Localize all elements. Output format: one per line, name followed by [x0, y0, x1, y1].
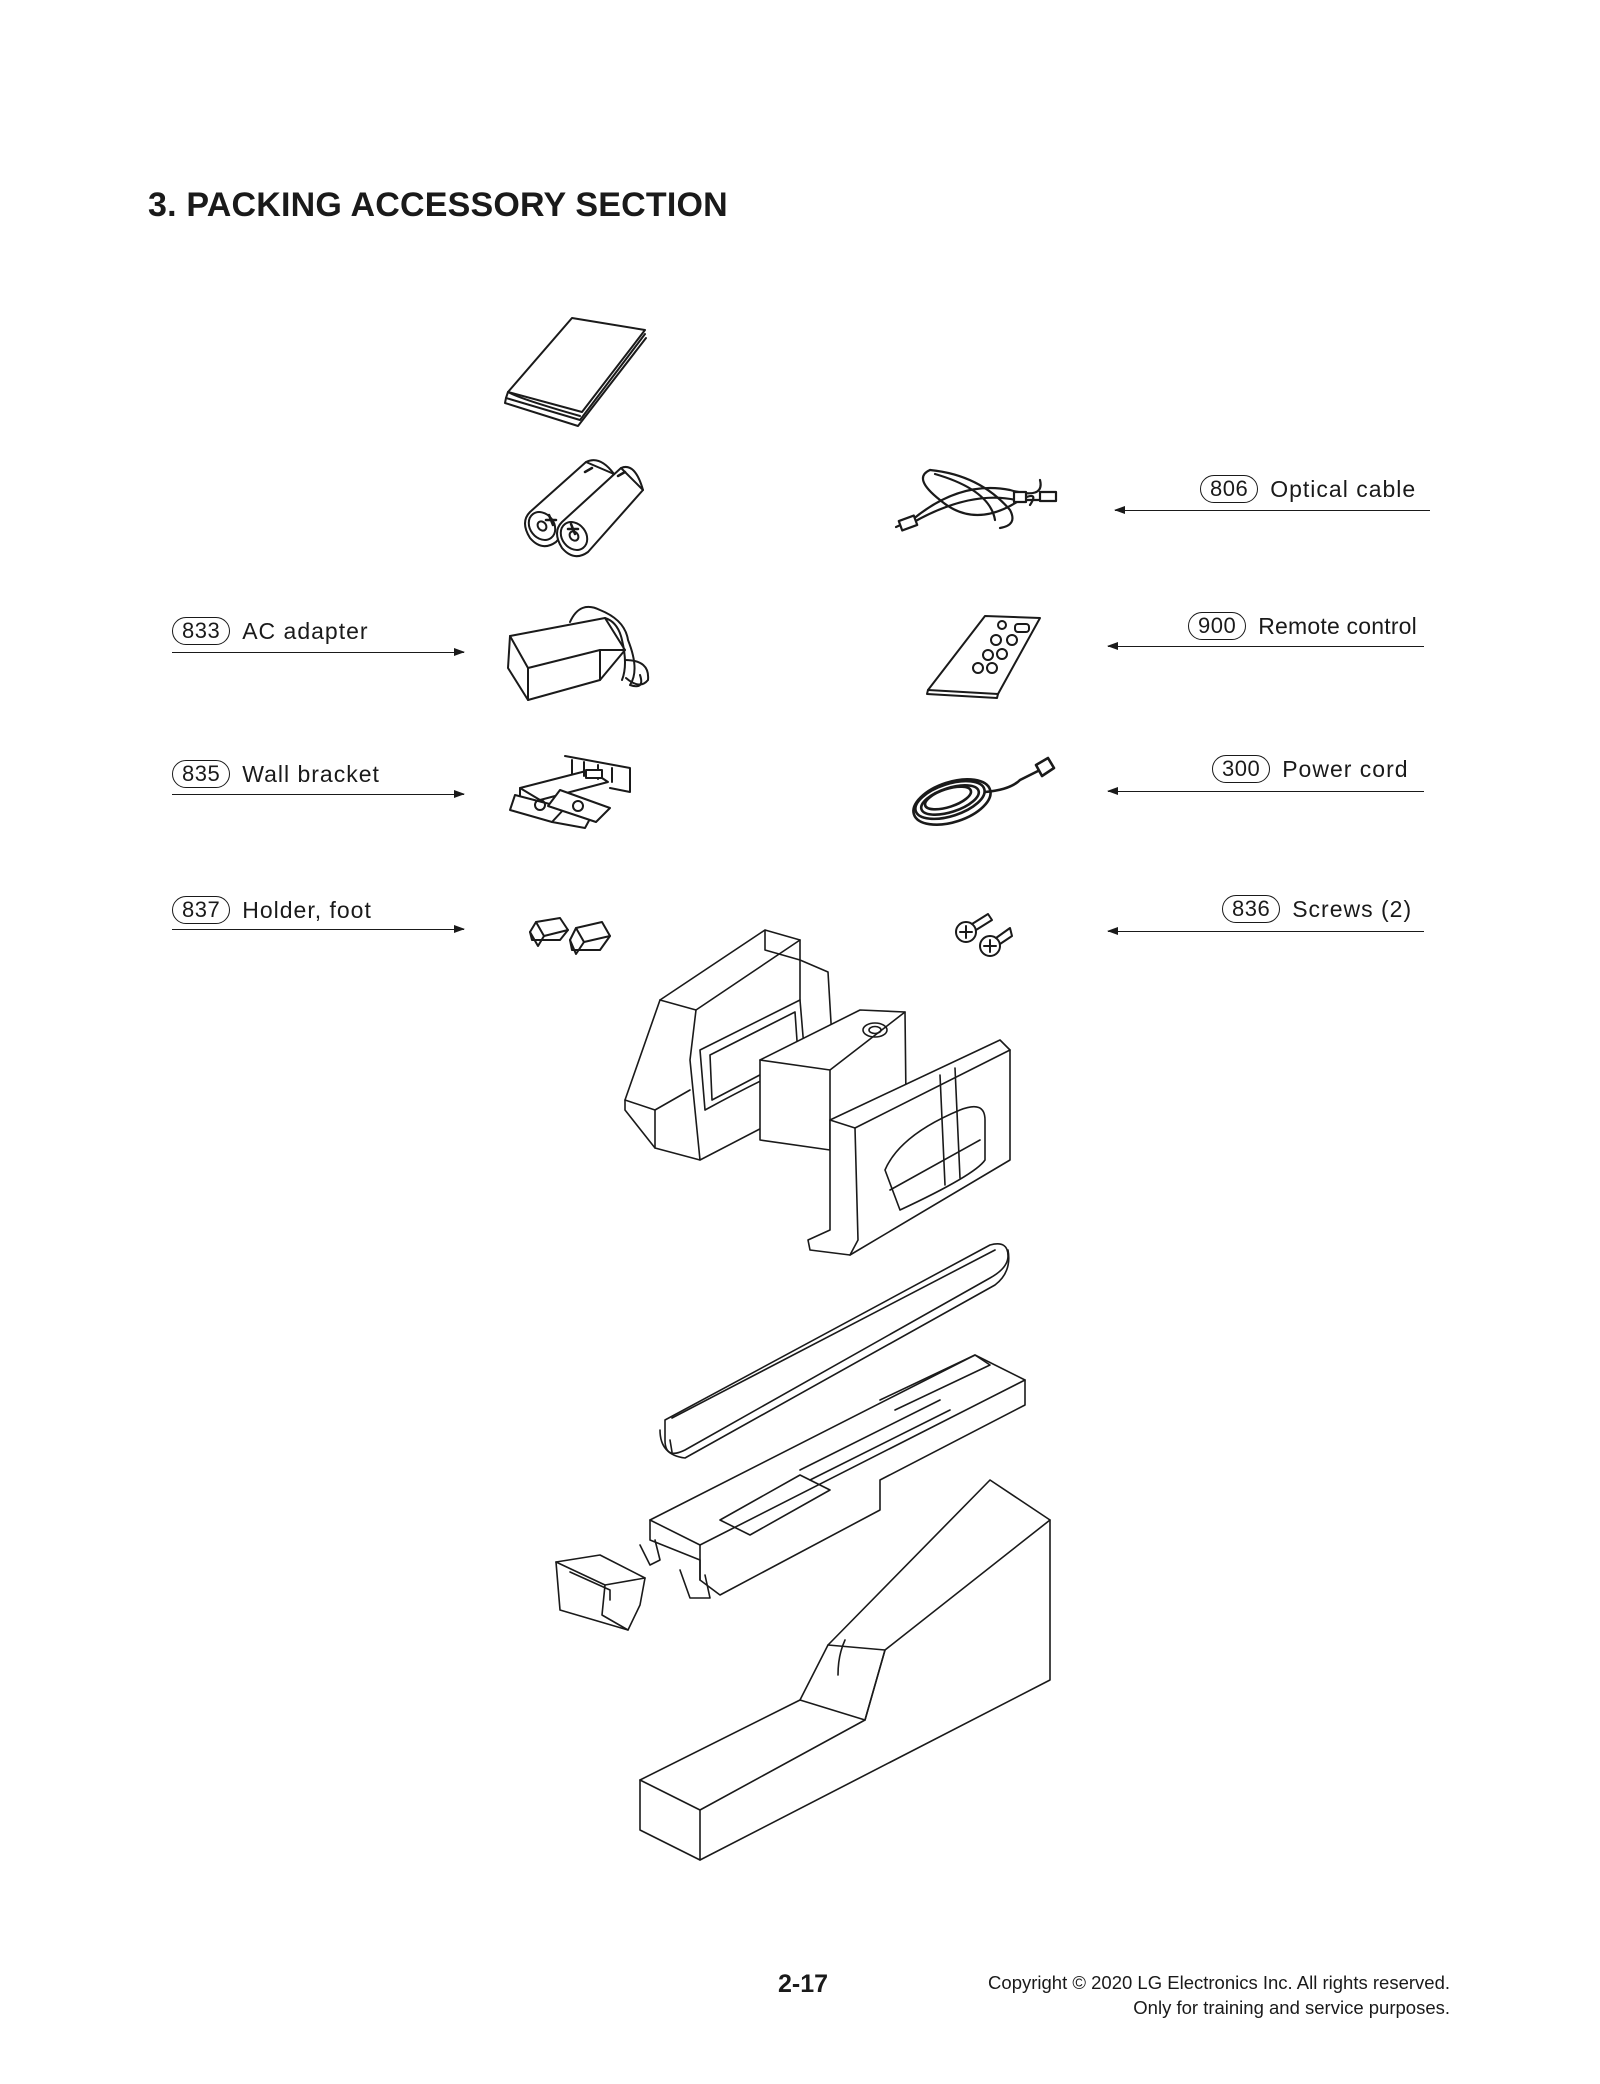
copyright-line-1: Copyright © 2020 LG Electronics Inc. All… [988, 1972, 1450, 1993]
part-number-badge: 833 [172, 617, 231, 645]
part-name: Holder, foot [242, 896, 372, 923]
part-number-badge: 837 [172, 896, 231, 924]
part-name: Power cord [1282, 755, 1409, 782]
leader-line-screws [1107, 927, 1424, 935]
wall-bracket-illustration [509, 755, 631, 829]
part-label-screws: 836 Screws (2) [1222, 895, 1412, 923]
batteries-illustration [524, 459, 644, 558]
part-name: Optical cable [1270, 475, 1417, 502]
part-name: AC adapter [242, 617, 369, 644]
part-label-holder-foot: 837 Holder, foot [172, 896, 372, 924]
remote-control-illustration [926, 615, 1041, 699]
leader-line-remote-control [1107, 642, 1424, 650]
carton-sleeve-illustration [639, 1479, 1051, 1861]
bottom-tray-illustration [639, 1354, 1026, 1599]
copyright-notice: Copyright © 2020 LG Electronics Inc. All… [988, 1970, 1450, 2020]
part-number-badge: 835 [172, 760, 231, 788]
holder-foot-illustration [529, 917, 611, 955]
part-number-badge: 300 [1212, 755, 1271, 783]
part-name: Remote control [1258, 612, 1417, 639]
right-foam-packing-illustration [807, 1039, 1011, 1256]
leader-line-optical-cable [1114, 506, 1430, 514]
leader-line-wall-bracket [172, 790, 465, 798]
part-label-optical-cable: 806 Optical cable [1200, 475, 1416, 503]
part-name: Wall bracket [242, 760, 380, 787]
end-cap-foam-illustration [555, 1554, 646, 1631]
part-label-power-cord: 300 Power cord [1212, 755, 1409, 783]
part-number-badge: 900 [1188, 612, 1247, 640]
part-label-ac-adapter: 833 AC adapter [172, 617, 369, 645]
owner-manual-illustration [504, 317, 647, 427]
part-label-remote-control: 900 Remote control [1188, 612, 1417, 640]
leader-line-holder-foot [172, 925, 465, 933]
section-title: 3. PACKING ACCESSORY SECTION [148, 186, 728, 224]
optical-cable-illustration [894, 468, 1058, 532]
soundbar-illustration [659, 1243, 1010, 1459]
page-number: 2-17 [778, 1970, 829, 1998]
copyright-line-2: Only for training and service purposes. [1133, 1997, 1450, 2018]
power-cord-illustration [912, 756, 1056, 826]
screws-illustration [955, 913, 1013, 957]
leader-line-power-cord [1107, 787, 1424, 795]
ac-adapter-illustration [507, 606, 650, 701]
part-number-badge: 806 [1200, 475, 1259, 503]
part-number-badge: 836 [1222, 895, 1281, 923]
part-label-wall-bracket: 835 Wall bracket [172, 760, 380, 788]
leader-line-ac-adapter [172, 648, 465, 656]
part-name: Screws (2) [1292, 895, 1413, 922]
